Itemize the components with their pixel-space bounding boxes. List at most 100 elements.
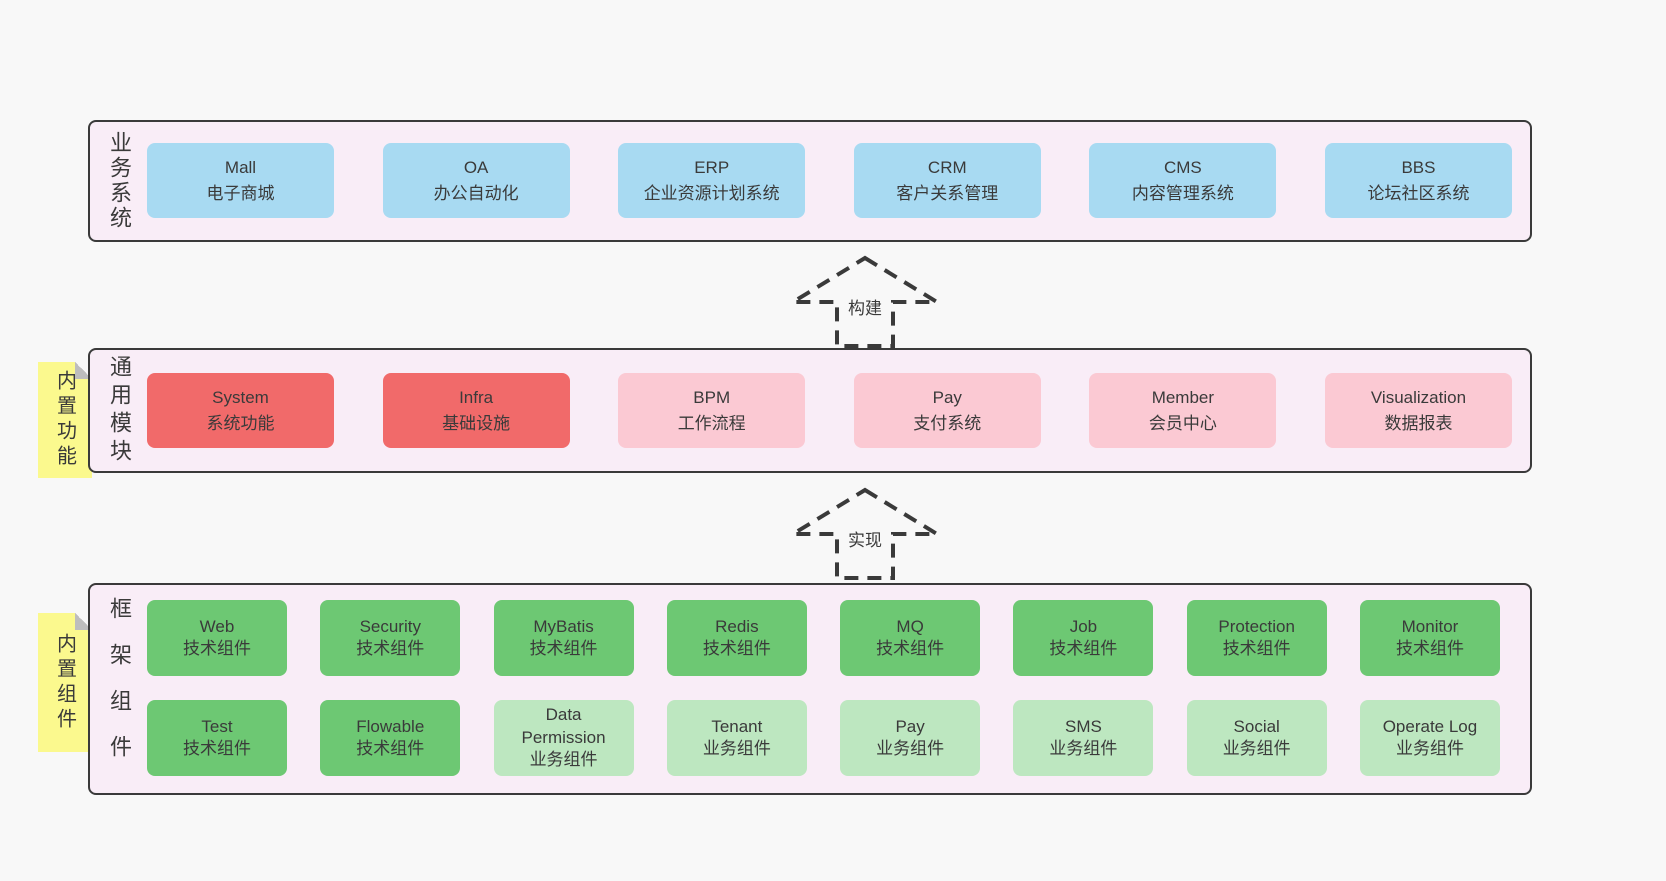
box-subtitle: 系统功能 bbox=[206, 413, 275, 433]
box-subtitle: 电子商城 bbox=[206, 183, 275, 203]
box-mq: MQ 技术组件 bbox=[840, 600, 981, 676]
box-subtitle: 会员中心 bbox=[1148, 413, 1217, 433]
common-modules-row: System 系统功能 Infra 基础设施 BPM 工作流程 Pay 支付系统… bbox=[147, 373, 1512, 448]
box-title: Social bbox=[1233, 716, 1280, 736]
box-title: Test bbox=[201, 716, 233, 736]
box-cms: CMS 内容管理系统 bbox=[1089, 143, 1277, 218]
box-subtitle: 技术组件 bbox=[529, 639, 598, 658]
box-title: Web bbox=[199, 616, 235, 636]
box-sms: SMS 业务组件 bbox=[1013, 700, 1154, 776]
box-title: BPM bbox=[693, 388, 731, 407]
up-arrow-icon bbox=[790, 255, 940, 348]
box-title: BBS bbox=[1401, 158, 1436, 177]
panel-business-systems-label: 业务系统 bbox=[107, 131, 132, 231]
box-subtitle: 业务组件 bbox=[1222, 739, 1291, 758]
box-title: Job bbox=[1069, 616, 1098, 636]
box-security: Security 技术组件 bbox=[320, 600, 461, 676]
box-web: Web 技术组件 bbox=[147, 600, 287, 676]
sticky-built-in-components-label: 内置组件 bbox=[53, 632, 76, 733]
box-subtitle: 技术组件 bbox=[1049, 639, 1118, 658]
box-title: System bbox=[212, 388, 269, 407]
sticky-built-in-components: 内置组件 bbox=[38, 613, 92, 752]
box-title: Infra bbox=[459, 388, 494, 407]
box-social: Social 业务组件 bbox=[1186, 700, 1327, 776]
box-subtitle: 技术组件 bbox=[876, 639, 945, 658]
box-pay-module: Pay 支付系统 bbox=[853, 373, 1041, 448]
box-subtitle: 技术组件 bbox=[702, 639, 771, 658]
box-title: MyBatis bbox=[533, 616, 594, 636]
box-title: Flowable bbox=[356, 716, 425, 736]
box-subtitle: 技术组件 bbox=[183, 639, 251, 658]
box-subtitle: 数据报表 bbox=[1384, 413, 1453, 433]
up-arrow-icon bbox=[790, 487, 940, 580]
box-title: CMS bbox=[1163, 158, 1202, 177]
box-title: Monitor bbox=[1401, 616, 1459, 636]
box-title: CRM bbox=[927, 158, 967, 177]
box-title: OA bbox=[463, 158, 489, 177]
box-title: Tenant bbox=[711, 716, 763, 736]
box-subtitle: 业务组件 bbox=[529, 750, 598, 770]
box-subtitle: 办公自动化 bbox=[433, 183, 519, 203]
box-operate-log: Operate Log 业务组件 bbox=[1359, 700, 1500, 776]
box-title: Redis bbox=[715, 616, 759, 636]
box-subtitle: 技术组件 bbox=[183, 739, 251, 758]
box-erp: ERP 企业资源计划系统 bbox=[618, 143, 806, 218]
box-title: MQ bbox=[896, 616, 924, 636]
box-visualization: Visualization 数据报表 bbox=[1324, 373, 1512, 448]
box-infra: Infra 基础设施 bbox=[382, 373, 570, 448]
panel-framework-components-label: 框架组件 bbox=[107, 597, 132, 781]
box-subtitle: 企业资源计划系统 bbox=[643, 183, 780, 203]
box-subtitle: 技术组件 bbox=[356, 639, 425, 658]
box-subtitle: 内容管理系统 bbox=[1131, 183, 1234, 203]
box-oa: OA 办公自动化 bbox=[382, 143, 570, 218]
panel-common-modules-label: 通用模块 bbox=[107, 354, 132, 467]
box-subtitle: 论坛社区系统 bbox=[1367, 183, 1470, 203]
box-test: Test 技术组件 bbox=[147, 700, 287, 776]
box-title: Data Permission bbox=[521, 705, 606, 747]
box-flowable: Flowable 技术组件 bbox=[320, 700, 461, 776]
box-subtitle: 工作流程 bbox=[677, 413, 746, 433]
panel-business-systems: 业务系统 Mall 电子商城 OA 办公自动化 ERP 企业资源计划系统 CRM… bbox=[88, 120, 1532, 242]
box-mall: Mall 电子商城 bbox=[147, 143, 334, 218]
arrow-implement: 实现 bbox=[790, 487, 940, 581]
box-monitor: Monitor 技术组件 bbox=[1359, 600, 1500, 676]
box-title: Member bbox=[1151, 388, 1215, 407]
business-systems-row: Mall 电子商城 OA 办公自动化 ERP 企业资源计划系统 CRM 客户关系… bbox=[147, 143, 1512, 218]
framework-components-row-1: Web 技术组件 Security 技术组件 MyBatis 技术组件 Redi… bbox=[147, 600, 1500, 676]
box-protection: Protection 技术组件 bbox=[1186, 600, 1327, 676]
box-subtitle: 客户关系管理 bbox=[896, 183, 999, 203]
box-title: Visualization bbox=[1370, 388, 1467, 407]
arrow-implement-label: 实现 bbox=[844, 525, 886, 552]
box-subtitle: 支付系统 bbox=[913, 413, 982, 433]
box-redis: Redis 技术组件 bbox=[666, 600, 807, 676]
box-subtitle: 业务组件 bbox=[876, 739, 945, 758]
box-job: Job 技术组件 bbox=[1013, 600, 1154, 676]
box-subtitle: 基础设施 bbox=[442, 413, 511, 433]
box-title: Mall bbox=[224, 158, 257, 177]
box-title: SMS bbox=[1064, 716, 1102, 736]
panel-common-modules: 通用模块 System 系统功能 Infra 基础设施 BPM 工作流程 Pay… bbox=[88, 348, 1532, 473]
box-title: Protection bbox=[1218, 616, 1295, 636]
box-title: ERP bbox=[694, 158, 730, 177]
box-title: Pay bbox=[895, 716, 925, 736]
box-title: Pay bbox=[932, 388, 962, 407]
box-system: System 系统功能 bbox=[147, 373, 334, 448]
folded-corner-icon bbox=[75, 613, 92, 630]
framework-components-row-2: Test 技术组件 Flowable 技术组件 Data Permission … bbox=[147, 700, 1500, 776]
box-pay-component: Pay 业务组件 bbox=[840, 700, 981, 776]
arrow-build: 构建 bbox=[790, 255, 940, 349]
sticky-built-in-features-label: 内置功能 bbox=[53, 370, 76, 470]
box-bpm: BPM 工作流程 bbox=[618, 373, 806, 448]
box-subtitle: 业务组件 bbox=[702, 739, 771, 758]
folded-corner-icon bbox=[75, 362, 92, 379]
box-subtitle: 技术组件 bbox=[1395, 639, 1464, 658]
box-title: Security bbox=[359, 616, 421, 636]
box-tenant: Tenant 业务组件 bbox=[666, 700, 807, 776]
box-subtitle: 业务组件 bbox=[1049, 739, 1118, 758]
sticky-built-in-features: 内置功能 bbox=[38, 362, 92, 478]
box-member: Member 会员中心 bbox=[1089, 373, 1277, 448]
panel-framework-components: 框架组件 Web 技术组件 Security 技术组件 MyBatis 技术组件… bbox=[88, 583, 1532, 795]
box-mybatis: MyBatis 技术组件 bbox=[493, 600, 634, 676]
box-title: Operate Log bbox=[1382, 716, 1478, 736]
